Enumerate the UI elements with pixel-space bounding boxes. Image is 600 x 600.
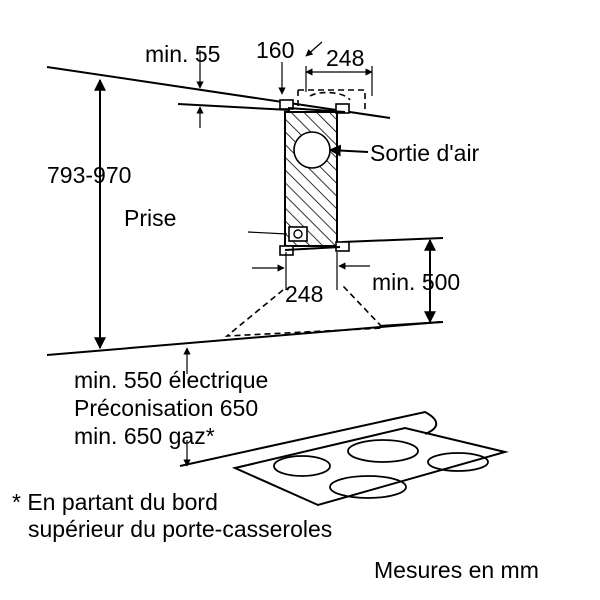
label-height-range: 793-970 [47, 162, 131, 188]
label-dim-248-top: 248 [326, 45, 364, 71]
label-units: Mesures en mm [374, 557, 539, 583]
air-outlet-pointer [328, 144, 369, 157]
top-bracket-dashed [297, 89, 366, 110]
label-socket: Prise [124, 205, 176, 231]
label-dim-160: 160 [256, 37, 294, 63]
ceiling-line [46, 66, 391, 119]
chimney-bottom-line [341, 237, 444, 243]
hob-zone-1 [273, 455, 331, 477]
label-min-55: min. 55 [145, 41, 220, 67]
label-footnote-line1: * En partant du bord [12, 489, 218, 515]
hood-bottom-line [46, 321, 441, 356]
label-clearance-gas: min. 650 gaz* [74, 423, 215, 449]
top-bracket-inner [309, 91, 351, 101]
top-clip-right [335, 103, 350, 114]
hob-outline [179, 410, 438, 467]
hob-surface [231, 426, 509, 507]
hob-zone-2 [347, 439, 419, 463]
label-air-outlet: Sortie d'air [370, 140, 480, 166]
label-min-500: min. 500 [372, 269, 460, 295]
lower-ref-line [379, 321, 444, 327]
hob-zone-3 [329, 475, 407, 499]
top-clip-left [279, 99, 294, 110]
hood-canopy-dashed [224, 285, 385, 337]
label-clearance-recommended: Préconisation 650 [74, 395, 258, 421]
hob-zone-4 [427, 452, 489, 472]
ceiling-offset-line [177, 103, 291, 111]
socket-pointer [247, 231, 288, 235]
label-clearance-electric: min. 550 électrique [74, 367, 268, 393]
socket-icon [288, 226, 308, 242]
dim160-arrow-right [305, 41, 323, 57]
label-footnote-line2: supérieur du porte-casseroles [28, 516, 332, 542]
label-dim-248-bottom: 248 [285, 281, 323, 307]
air-outlet-circle [293, 131, 331, 169]
